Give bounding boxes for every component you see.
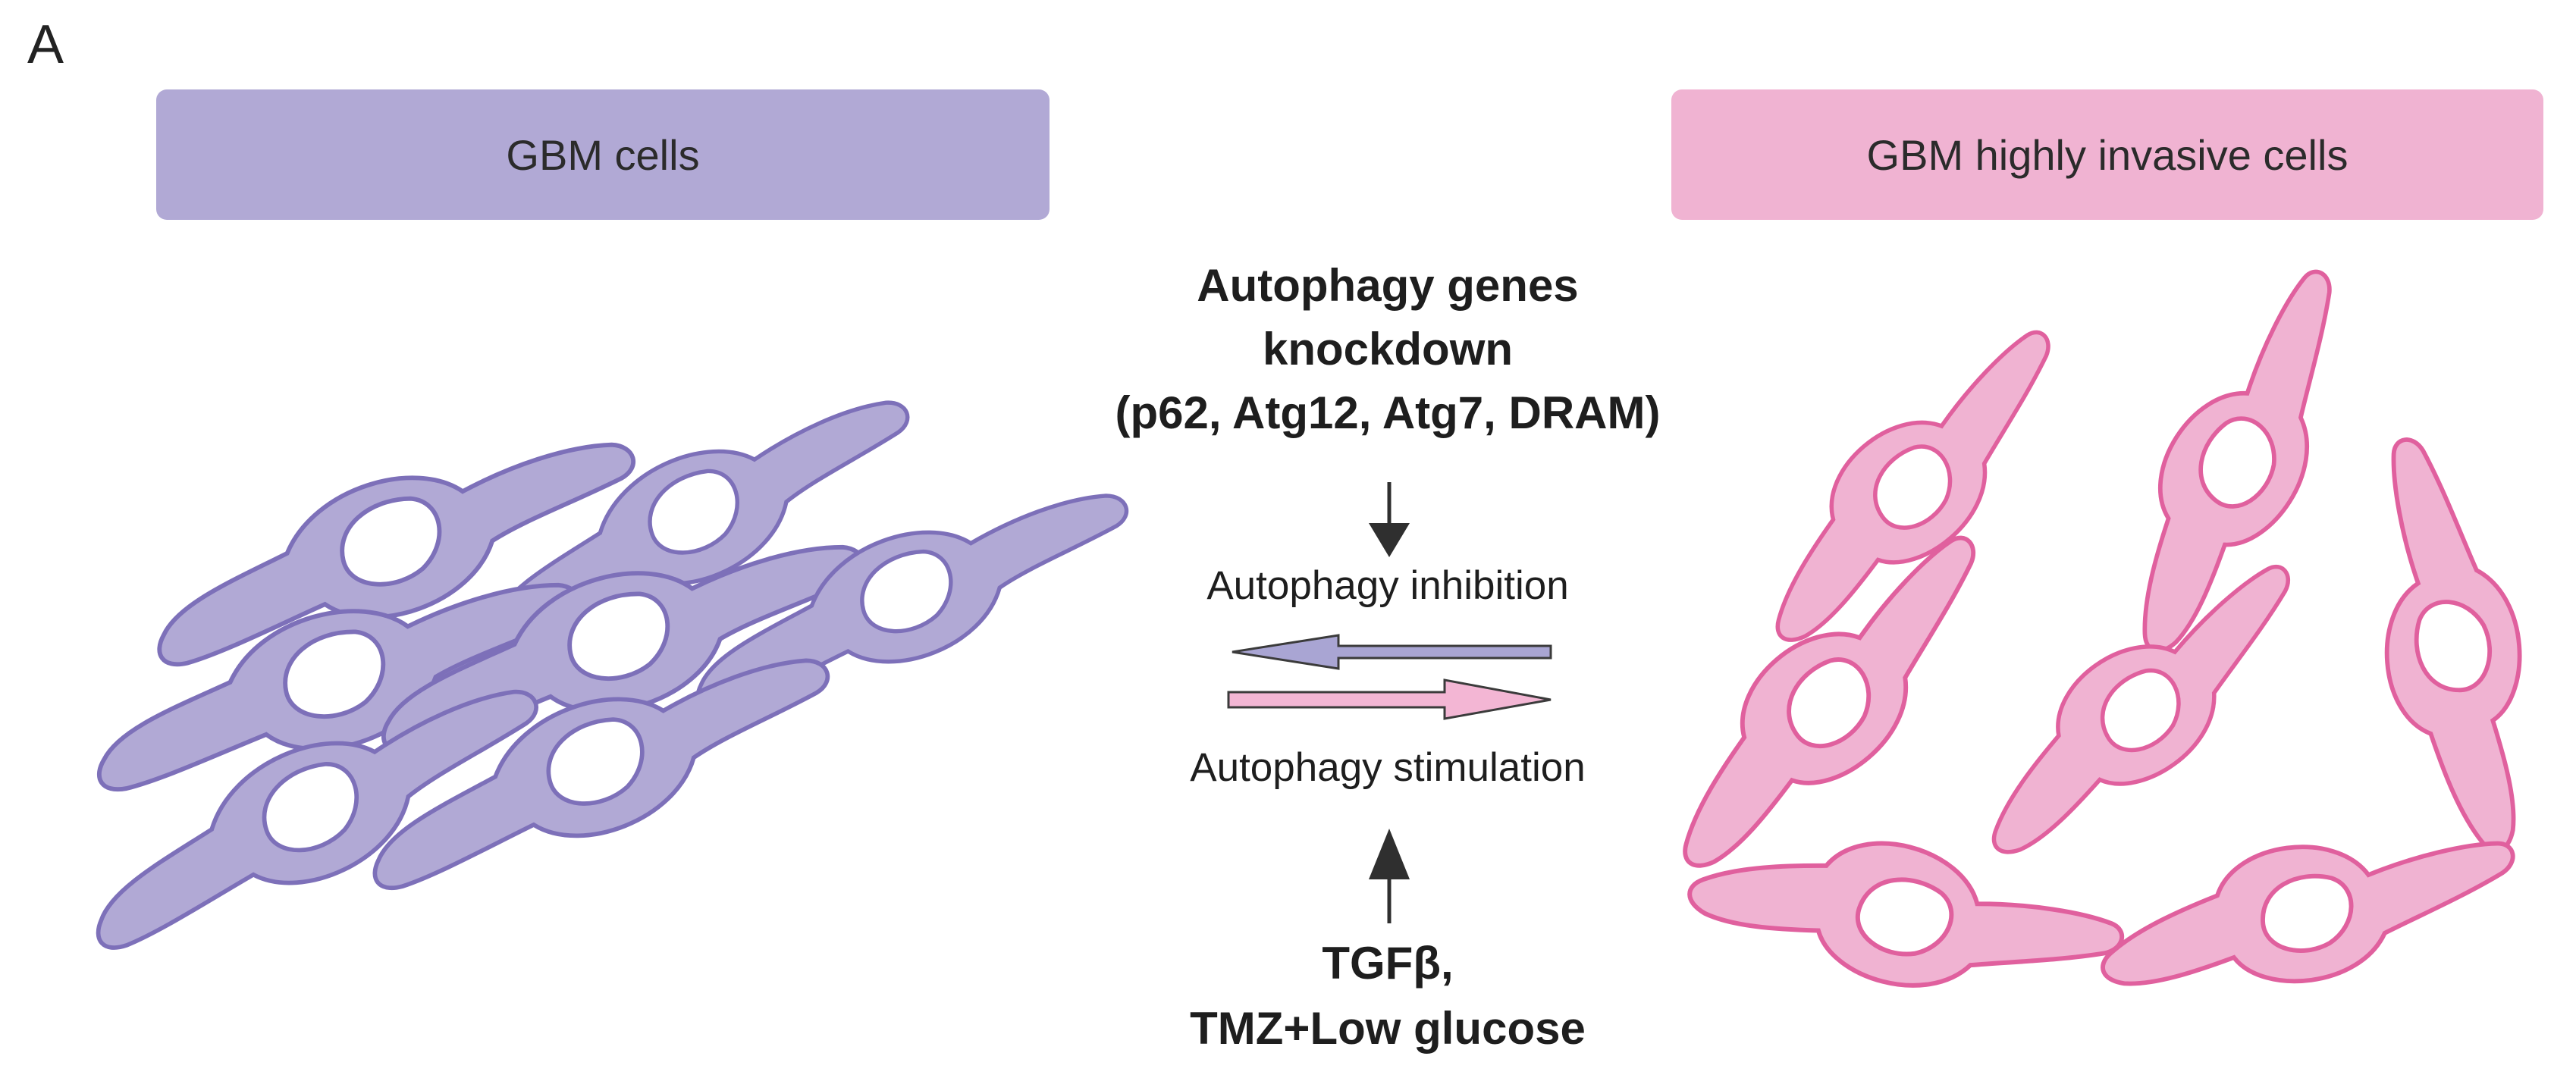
inhibition-label: Autophagy inhibition bbox=[1206, 563, 1569, 608]
invasive-cell-icon bbox=[2094, 829, 2522, 998]
invasive-cells-header-label: GBM highly invasive cells bbox=[1866, 130, 2349, 179]
inhibitors-line2: knockdown bbox=[1262, 324, 1514, 374]
stimulation-label: Autophagy stimulation bbox=[1190, 745, 1586, 790]
inhibitor-arrow-head bbox=[1369, 523, 1410, 557]
stimulators-label: TGFβ, TMZ+Low glucose bbox=[1009, 931, 1767, 1061]
inhibitors-line3: (p62, Atg12, Atg7, DRAM) bbox=[1115, 387, 1661, 438]
stimulator-arrow-head bbox=[1369, 829, 1410, 879]
invasive-cell-icon bbox=[2380, 436, 2527, 854]
gbm-cells-header: GBM cells bbox=[156, 89, 1050, 220]
gbm-cell-cluster bbox=[61, 373, 1150, 965]
invasive-cell-icon bbox=[1943, 551, 2341, 870]
inhibitors-label: Autophagy genes knockdown (p62, Atg12, A… bbox=[1009, 254, 1767, 445]
stimulators-line2: TMZ+Low glucose bbox=[1190, 1003, 1586, 1054]
panel-letter: A bbox=[27, 14, 64, 75]
gbm-cells-header-label: GBM cells bbox=[506, 130, 700, 179]
stimulation-arrow bbox=[1227, 678, 1552, 720]
inhibition-arrow bbox=[1232, 634, 1552, 670]
inhibitors-line1: Autophagy genes bbox=[1197, 260, 1579, 311]
stimulators-line1: TGFβ, bbox=[1322, 938, 1454, 989]
invasive-cells-header: GBM highly invasive cells bbox=[1671, 89, 2543, 220]
